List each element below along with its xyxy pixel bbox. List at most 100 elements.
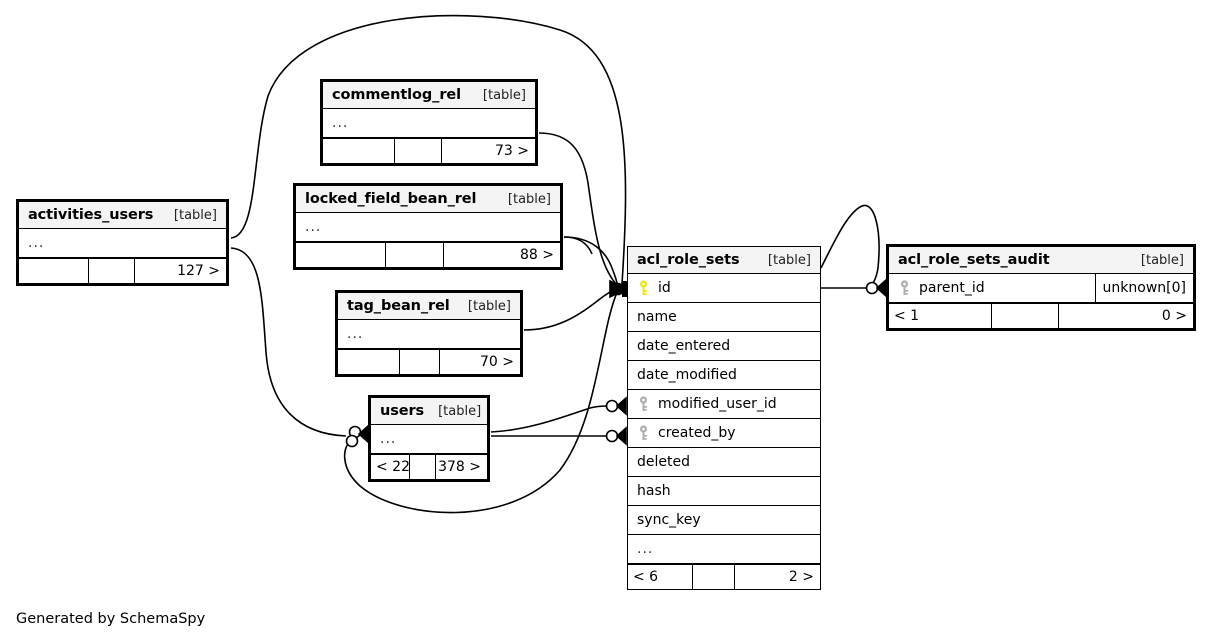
- table-footer-users: < 22 378 >: [371, 454, 487, 479]
- column-row-hash[interactable]: hash: [628, 477, 820, 506]
- column-label: ...: [347, 326, 364, 342]
- column-type: unknown[0]: [1102, 280, 1186, 296]
- table-tag: [table]: [467, 298, 511, 314]
- table-title: commentlog_rel: [332, 87, 461, 103]
- footer-parents-count: [323, 139, 395, 163]
- foreign-key-icon: [637, 425, 650, 441]
- connector-circle-audit-parent-id: [865, 281, 879, 295]
- column-label: created_by: [658, 425, 736, 441]
- column-row-date_modified[interactable]: date_modified: [628, 361, 820, 390]
- table-tag: [table]: [767, 252, 811, 268]
- column-row-more[interactable]: ...: [371, 425, 487, 454]
- footer-children-count: 378 >: [438, 459, 481, 475]
- column-row-more[interactable]: ...: [338, 320, 520, 349]
- footer-children-count: 2 >: [788, 569, 814, 585]
- column-label: date_modified: [637, 367, 737, 383]
- table-activities_users[interactable]: activities_users [table]... 127 >: [16, 199, 229, 286]
- edge-locked_field_bean_rel-to-acl_role_sets: [563, 236, 619, 288]
- primary-key-icon: [637, 280, 650, 296]
- table-title: users: [380, 403, 425, 419]
- column-label: modified_user_id: [658, 396, 777, 412]
- connector-circle-users-a: [348, 425, 362, 439]
- column-row-date_entered[interactable]: date_entered: [628, 332, 820, 361]
- column-row-parent_id[interactable]: parent_id unknown[0]: [889, 274, 1193, 303]
- footer-parents-count: [296, 243, 386, 267]
- table-footer-activities_users: 127 >: [19, 258, 226, 283]
- column-row-more[interactable]: ...: [19, 229, 226, 258]
- table-header-tag_bean_rel: tag_bean_rel [table]: [338, 293, 520, 320]
- footer-parents-count: [19, 259, 89, 283]
- table-header-users: users [table]: [371, 398, 487, 425]
- table-commentlog_rel[interactable]: commentlog_rel [table]... 73 >: [320, 79, 538, 166]
- table-footer-acl_role_sets: < 6 2 >: [628, 564, 820, 589]
- footer-middle: [693, 565, 735, 589]
- footer-middle: [400, 350, 440, 374]
- table-footer-acl_role_sets_audit: < 1 0 >: [889, 303, 1193, 328]
- footer-middle: [395, 139, 442, 163]
- table-tag_bean_rel[interactable]: tag_bean_rel [table]... 70 >: [335, 290, 523, 377]
- table-tag: [table]: [507, 191, 551, 207]
- column-row-id[interactable]: id: [628, 274, 820, 303]
- table-users[interactable]: users [table]... < 22 378 >: [368, 395, 490, 482]
- column-row-deleted[interactable]: deleted: [628, 448, 820, 477]
- column-label: id: [658, 280, 671, 296]
- table-tag: [table]: [482, 87, 526, 103]
- foreign-key-icon: [898, 280, 911, 296]
- connector-crowsfoot-id: [609, 279, 628, 299]
- table-title: tag_bean_rel: [347, 298, 450, 314]
- column-label: parent_id: [919, 280, 985, 296]
- footer-middle: [89, 259, 135, 283]
- table-header-activities_users: activities_users [table]: [19, 202, 226, 229]
- table-footer-commentlog_rel: 73 >: [323, 138, 535, 163]
- table-header-commentlog_rel: commentlog_rel [table]: [323, 82, 535, 109]
- generated-by-note: Generated by SchemaSpy: [16, 611, 206, 627]
- column-label: name: [637, 309, 677, 325]
- connector-crowsfoot-users: [357, 424, 369, 444]
- footer-children-count: 0 >: [1161, 308, 1187, 324]
- footer-parents-count: < 22: [371, 455, 410, 479]
- column-label: ...: [637, 541, 654, 557]
- column-row-created_by[interactable]: created_by: [628, 419, 820, 448]
- edge-acl_role_sets-selfarc-right: [820, 204, 880, 289]
- column-label: deleted: [637, 454, 690, 470]
- connector-crowsfoot-created-by: [615, 426, 627, 446]
- footer-children-count: 88 >: [520, 247, 554, 263]
- column-label: hash: [637, 483, 671, 499]
- table-tag: [table]: [173, 207, 217, 223]
- table-acl_role_sets_audit[interactable]: acl_role_sets_audit [table] parent_id unkno…: [886, 244, 1196, 331]
- footer-middle: [410, 455, 436, 479]
- edge-activities_users-to-users: [230, 247, 347, 437]
- column-row-sync_key[interactable]: sync_key: [628, 506, 820, 535]
- column-row-more[interactable]: ...: [323, 109, 535, 138]
- table-title: acl_role_sets_audit: [898, 252, 1050, 268]
- table-locked_field_bean_rel[interactable]: locked_field_bean_rel [table]... 88 >: [293, 183, 563, 270]
- column-label: ...: [28, 235, 45, 251]
- table-tag: [table]: [1140, 252, 1184, 268]
- footer-parents-count: < 6: [628, 565, 693, 589]
- table-tag: [table]: [438, 403, 482, 419]
- footer-parents-count: [338, 350, 400, 374]
- footer-children-count: 127 >: [177, 263, 220, 279]
- column-row-name[interactable]: name: [628, 303, 820, 332]
- footer-middle: [992, 304, 1059, 328]
- connector-circle-modified-user-id: [605, 399, 619, 413]
- column-row-more[interactable]: ...: [628, 535, 820, 564]
- table-title: activities_users: [28, 207, 154, 223]
- footer-children-count: 73 >: [495, 143, 529, 159]
- table-header-acl_role_sets: acl_role_sets [table]: [628, 247, 820, 274]
- column-label: ...: [380, 431, 397, 447]
- footer-middle: [386, 243, 444, 267]
- column-row-more[interactable]: ...: [296, 213, 560, 242]
- column-label: date_entered: [637, 338, 731, 354]
- edge-hook-locked-field: [563, 236, 593, 255]
- table-footer-locked_field_bean_rel: 88 >: [296, 242, 560, 267]
- column-label: ...: [332, 115, 349, 131]
- table-title: locked_field_bean_rel: [305, 191, 477, 207]
- connector-circle-users-b: [345, 434, 359, 448]
- footer-children-count: 70 >: [480, 354, 514, 370]
- footer-parents-count: < 1: [889, 304, 992, 328]
- column-row-modified_user_id[interactable]: modified_user_id: [628, 390, 820, 419]
- table-title: acl_role_sets: [637, 252, 740, 268]
